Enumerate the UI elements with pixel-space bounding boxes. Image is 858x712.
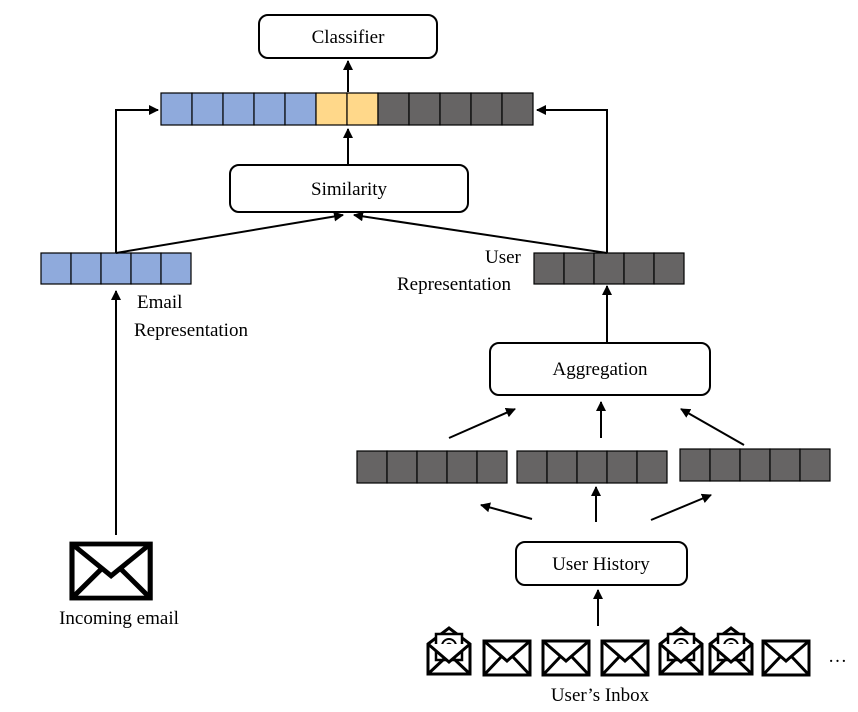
vector-cell <box>679 448 711 482</box>
open-envelope-icon <box>426 626 472 676</box>
open-envelope-icon <box>658 626 704 676</box>
arrow-userhistory-to-history3 <box>650 493 712 521</box>
vector-cell <box>439 92 472 126</box>
vector-cell <box>284 92 317 126</box>
user-history-label: User History <box>552 554 650 575</box>
arrows <box>111 60 745 626</box>
vector-cell <box>636 450 668 484</box>
envelope-icon <box>541 639 591 677</box>
vector-cell <box>386 450 418 484</box>
vector-cell <box>160 92 193 126</box>
vector-cell <box>70 252 102 285</box>
vector-cell <box>533 252 565 285</box>
envelope-icon <box>600 639 650 677</box>
arrow-email-to-similarity <box>115 211 344 254</box>
user-representation-label-line2: Representation <box>397 274 511 295</box>
email-representation-label-line2: Representation <box>134 320 248 341</box>
arrow-userhistory-to-history1 <box>480 502 533 520</box>
vector-cell <box>799 448 831 482</box>
email-representation-vector <box>40 252 192 285</box>
similarity-label: Similarity <box>311 179 388 200</box>
envelope-icon <box>482 639 532 677</box>
users-inbox-label: User’s Inbox <box>551 685 650 706</box>
vector-cell <box>709 448 741 482</box>
vector-cell <box>356 450 388 484</box>
vector-cell <box>222 92 255 126</box>
vector-cell <box>470 92 503 126</box>
concatenated-vector <box>160 92 534 126</box>
envelope-icon <box>761 639 811 677</box>
email-representation-label-line1: Email <box>137 292 182 313</box>
vector-cell <box>769 448 801 482</box>
vector-cell <box>408 92 441 126</box>
vector-cell <box>739 448 771 482</box>
user-representation-label-line1: User <box>485 247 522 268</box>
history-item-vector <box>679 448 831 482</box>
vector-cell <box>253 92 286 126</box>
vector-cell <box>546 450 578 484</box>
arrow-user-to-similarity <box>353 211 608 254</box>
vector-cell <box>516 450 548 484</box>
vector-cell <box>593 252 625 285</box>
vector-cell <box>563 252 595 285</box>
vector-cell <box>346 92 379 126</box>
inbox-ellipsis: … <box>828 646 847 667</box>
user-history-node <box>515 541 688 586</box>
vector-cell <box>315 92 348 126</box>
user-representation-vector <box>533 252 685 285</box>
arrow-user-to-concat <box>536 105 608 253</box>
vector-cell <box>377 92 410 126</box>
arrow-email-to-concat <box>115 105 159 253</box>
open-envelope-icon <box>708 626 754 676</box>
history-item-vector <box>356 450 508 484</box>
vector-cell <box>501 92 534 126</box>
aggregation-node <box>489 342 711 396</box>
vector-cell <box>623 252 655 285</box>
vector-cell <box>476 450 508 484</box>
arrow-history1-to-aggregation <box>448 408 516 439</box>
vector-cell <box>100 252 132 285</box>
vector-cell <box>191 92 224 126</box>
incoming-email-label: Incoming email <box>59 608 179 629</box>
vector-cell <box>653 252 685 285</box>
vector-cell <box>40 252 72 285</box>
classifier-label: Classifier <box>312 27 385 48</box>
classifier-node <box>258 14 438 59</box>
vector-cell <box>446 450 478 484</box>
vector-cell <box>130 252 162 285</box>
aggregation-label: Aggregation <box>553 359 648 380</box>
vector-cell <box>606 450 638 484</box>
vector-cell <box>160 252 192 285</box>
incoming-envelope-icon <box>72 544 150 598</box>
history-item-vector <box>516 450 668 484</box>
vector-cell <box>416 450 448 484</box>
arrow-history3-to-aggregation <box>680 408 745 446</box>
vector-cell <box>576 450 608 484</box>
